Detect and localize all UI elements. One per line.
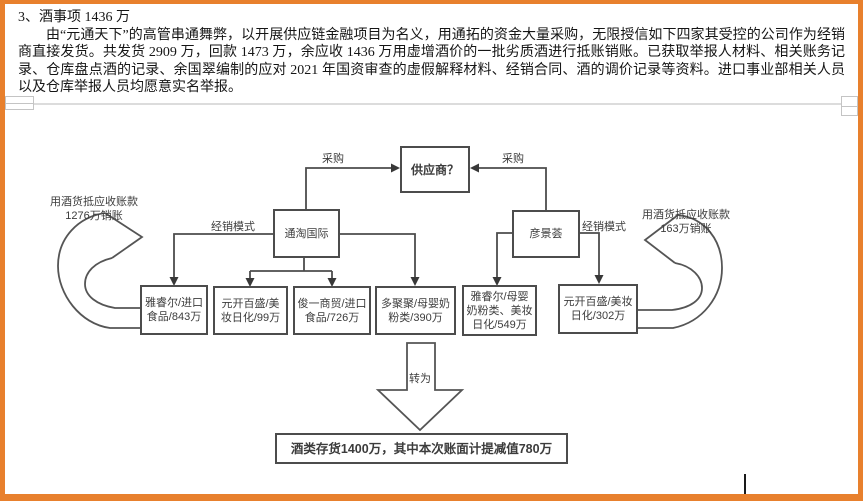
sub-company-box[interactable]: 元开百盛/美妆日化/99万 (213, 286, 288, 335)
sub-company-box[interactable]: 雅睿尔/进口食品/843万 (140, 285, 208, 335)
sub-company-box[interactable]: 俊一商贸/进口食品/726万 (293, 286, 371, 335)
mode-label-right: 经销模式 (582, 221, 626, 233)
arrowhead-into-supplier-right (470, 163, 479, 173)
yanjinghui-branch-left (496, 232, 512, 278)
tongtao-branch-bottom (249, 258, 333, 279)
text-caret[interactable] (744, 474, 746, 494)
purchase-label-right: 采购 (502, 153, 524, 165)
sub-company-box[interactable]: 雅睿尔/母婴奶粉类、美妆日化/549万 (462, 285, 537, 336)
arrowhead-sub-4 (492, 277, 502, 286)
writeoff-note-left: 用酒货抵应收账款 1276万销账 (45, 196, 143, 223)
connector-svg (57, 163, 723, 432)
arrowhead-sub-3 (410, 277, 420, 286)
arrowhead-sub-0 (169, 277, 179, 286)
supplier-box[interactable]: 供应商？ (400, 146, 470, 193)
distributor-left-box[interactable]: 通淘国际 (273, 209, 340, 258)
writeoff-note-left-line2: 1276万销账 (65, 209, 123, 222)
writeoff-note-right: 用酒货抵应收账款 163万销账 (640, 209, 732, 236)
table-handle-left[interactable] (5, 96, 34, 110)
writeoff-note-left-line1: 用酒货抵应收账款 (50, 196, 138, 208)
arrowhead-sub-5 (594, 275, 604, 284)
doc-text-block: 3、酒事项 1436 万 由“元通天下”的高管串通舞弊，以开展供应链金融项目为名… (5, 4, 858, 97)
purchase-label-left: 采购 (322, 153, 344, 165)
purchase-arrow-left-line (305, 167, 393, 209)
convert-label: 转为 (409, 373, 431, 385)
tongtao-branch-right (340, 233, 416, 278)
document-content: 3、酒事项 1436 万 由“元通天下”的高管串通舞弊，以开展供应链金融项目为名… (5, 4, 858, 494)
doc-heading: 3、酒事项 1436 万 (18, 10, 130, 25)
writeoff-note-right-line2: 163万销账 (660, 222, 712, 235)
arrowhead-sub-1 (245, 278, 255, 287)
distributor-right-box[interactable]: 彦景荟 (512, 210, 580, 258)
yanjinghui-branch-right (580, 232, 600, 276)
writeoff-arrow-left[interactable] (57, 212, 144, 329)
purchase-arrow-right-line (477, 167, 547, 210)
result-box[interactable]: 酒类存货1400万，其中本次账面计提减值780万 (275, 433, 568, 464)
writeoff-note-right-line1: 用酒货抵应收账款 (642, 209, 730, 221)
table-handle-right[interactable] (841, 96, 858, 116)
mode-label-left: 经销模式 (211, 221, 255, 233)
convert-down-arrow[interactable] (375, 342, 465, 432)
doc-paragraph: 由“元通天下”的高管串通舞弊，以开展供应链金融项目为名义，用通拓的资金大量采购，… (18, 28, 845, 96)
writeoff-arrow-right[interactable] (638, 214, 723, 329)
sub-company-box[interactable]: 元开百盛/美妆日化/302万 (558, 284, 638, 334)
sub-company-box[interactable]: 多聚聚/母婴奶粉类/390万 (375, 286, 456, 335)
arrowhead-sub-2 (327, 278, 337, 287)
arrowhead-into-supplier-left (391, 163, 400, 173)
tongtao-branch-left (173, 233, 273, 278)
embed-boundary-line (5, 103, 858, 105)
